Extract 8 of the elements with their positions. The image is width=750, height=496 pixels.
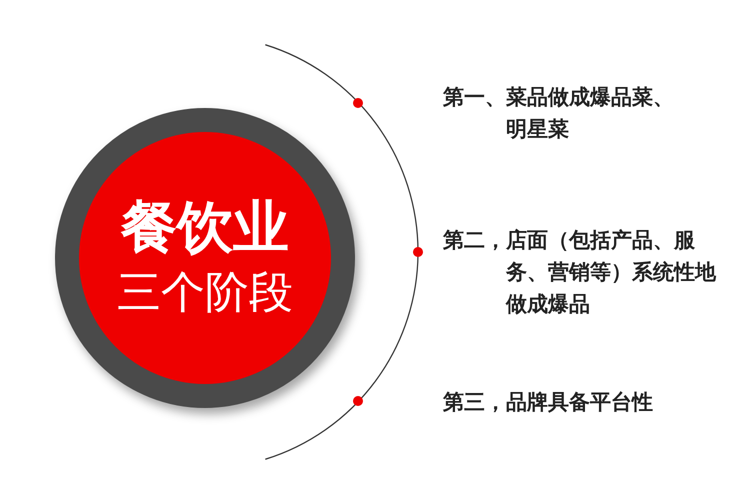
- dot-marker: [353, 396, 364, 406]
- dot-marker: [353, 98, 364, 108]
- stage-text: 第一、菜品做成爆品菜、明星菜: [443, 84, 675, 143]
- stage-text: 第三，品牌具备平台性: [443, 389, 654, 416]
- stage-text: 第二，店面（包括产品、服务、营销等）系统性地做成爆品: [443, 227, 718, 318]
- heading-text: 餐饮业: [121, 194, 289, 262]
- subheading-text: 三个阶段: [117, 266, 293, 320]
- dot-marker: [413, 247, 423, 257]
